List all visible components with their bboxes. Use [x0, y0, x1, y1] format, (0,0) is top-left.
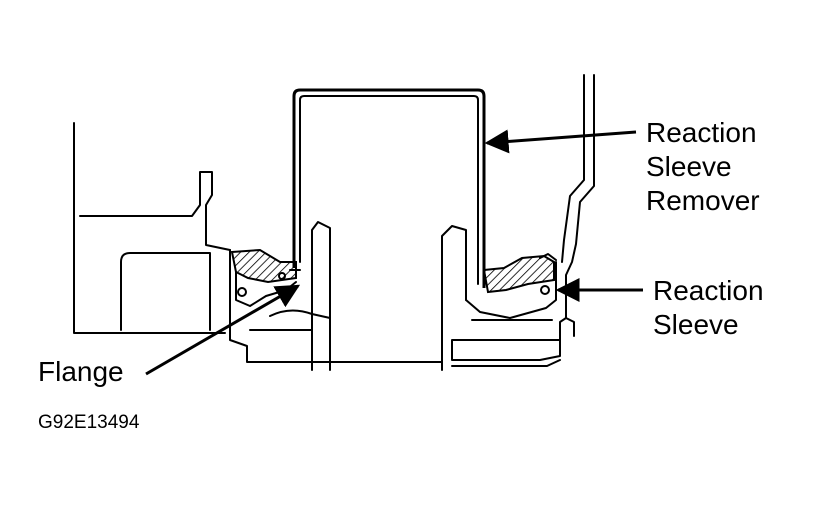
label-flange: Flange — [38, 356, 124, 387]
label-sleeve-line2: Sleeve — [653, 309, 739, 340]
remover-arrow — [484, 129, 637, 154]
figure-code: G92E13494 — [38, 412, 140, 433]
right-seal — [465, 253, 557, 321]
label-remover-line3: Remover — [646, 185, 760, 216]
label-remover-line1: Reaction — [646, 117, 757, 148]
reaction-sleeve-remover — [289, 88, 486, 288]
center-shaft — [246, 221, 467, 371]
flange-arrow — [145, 284, 301, 376]
left-housing — [73, 122, 248, 357]
label-sleeve-line1: Reaction — [653, 275, 764, 306]
left-seal — [230, 248, 297, 307]
leader-arrows — [145, 129, 643, 376]
right-housing — [451, 74, 595, 367]
label-remover-line2: Sleeve — [646, 151, 732, 182]
